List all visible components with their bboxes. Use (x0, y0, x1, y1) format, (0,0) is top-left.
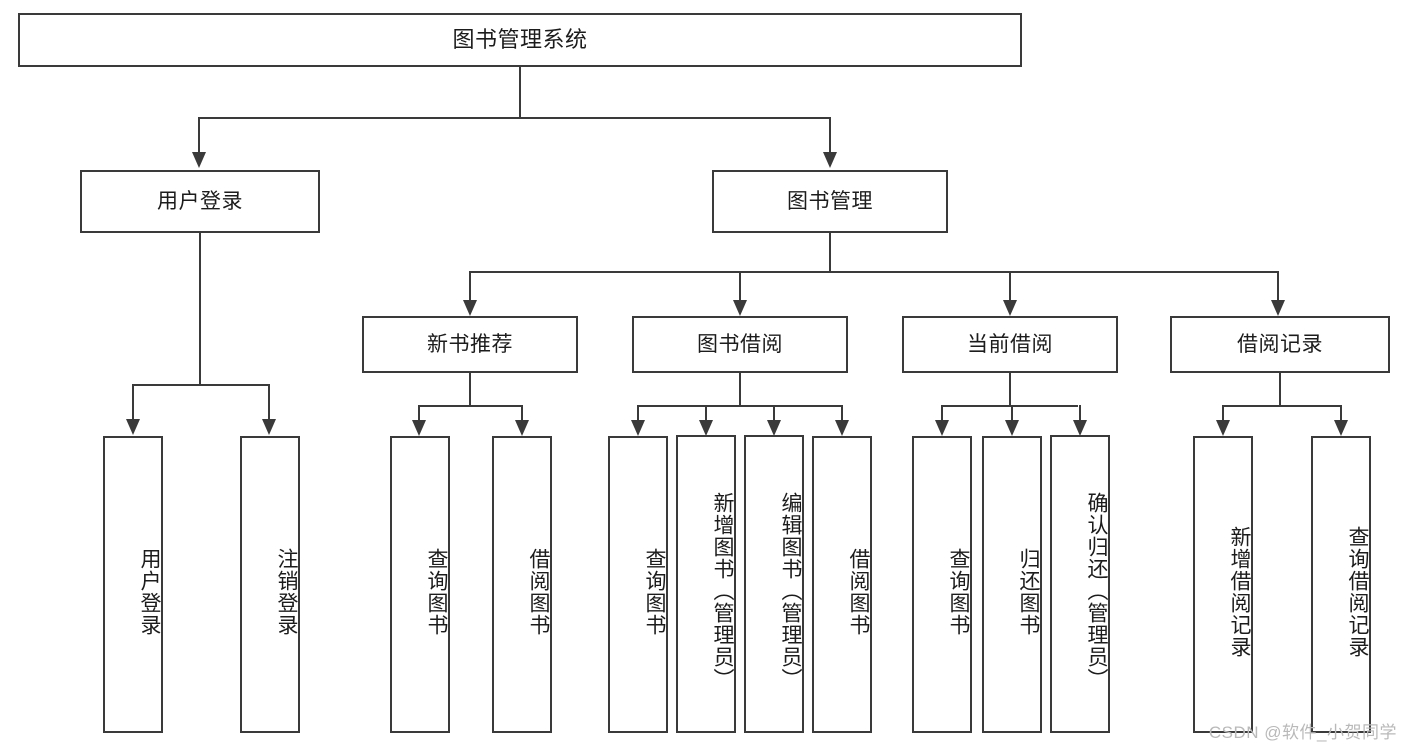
arrowhead-nbr-leaf-2 (515, 420, 529, 436)
arrowhead-cb-leaf-1 (935, 420, 949, 436)
node-label: 注销登录 (275, 547, 298, 636)
leaf-cb-confirm-return-admin[interactable]: 确认归还（管理员） (1050, 435, 1110, 733)
edge-root-to-book-management (829, 117, 831, 153)
edge-root-bus (198, 117, 831, 119)
edge-bb-to-leaf-3 (773, 405, 775, 421)
edge-bm-to-borrow-record (1277, 271, 1279, 301)
leaf-br-add-record[interactable]: 新增借阅记录 (1193, 436, 1253, 733)
node-root-book-management-system[interactable]: 图书管理系统 (18, 13, 1022, 67)
node-label: 借阅记录 (1237, 332, 1323, 356)
leaf-bb-borrow-book[interactable]: 借阅图书 (812, 436, 872, 733)
leaf-bb-edit-book-admin[interactable]: 编辑图书（管理员） (744, 435, 804, 733)
node-label: 当前借阅 (967, 332, 1053, 356)
leaf-nbr-query-book[interactable]: 查询图书 (390, 436, 450, 733)
arrowhead-current-borrow (1003, 300, 1017, 316)
node-label: 归还图书 (1017, 547, 1040, 636)
node-label: 新书推荐 (427, 332, 513, 356)
arrowhead-bb-leaf-3 (767, 420, 781, 436)
node-label: 查询图书 (947, 547, 970, 636)
edge-book-management-stem (829, 233, 831, 272)
arrowhead-user-login-leaf-2 (262, 419, 276, 435)
edge-br-to-leaf-1 (1222, 405, 1224, 421)
edge-bb-bus (637, 405, 842, 407)
edge-user-login-bus (132, 384, 269, 386)
edge-root-to-user-login (198, 117, 200, 153)
edge-book-management-bus (469, 271, 1277, 273)
node-label: 图书管理 (787, 189, 873, 213)
arrowhead-bb-leaf-2 (699, 420, 713, 436)
edge-cb-to-leaf-3 (1079, 405, 1081, 421)
edge-bm-to-new-book (469, 271, 471, 301)
edge-bb-to-leaf-4 (841, 405, 843, 421)
node-label: 图书借阅 (697, 332, 783, 356)
arrowhead-br-leaf-2 (1334, 420, 1348, 436)
node-label: 查询图书 (425, 547, 448, 636)
edge-cb-to-leaf-2 (1011, 405, 1013, 421)
node-book-borrow[interactable]: 图书借阅 (632, 316, 848, 373)
edge-user-login-stem (199, 233, 201, 385)
edge-nbr-to-leaf-2 (521, 405, 523, 421)
edge-user-login-to-leaf-2 (268, 384, 270, 420)
edge-root-stem (519, 67, 521, 118)
node-label: 查询图书 (643, 547, 666, 636)
arrowhead-borrow-record (1271, 300, 1285, 316)
node-label: 借阅图书 (527, 547, 550, 636)
node-user-login[interactable]: 用户登录 (80, 170, 320, 233)
node-label: 用户登录 (157, 189, 243, 213)
arrowhead-user-login-leaf-1 (126, 419, 140, 435)
node-book-management[interactable]: 图书管理 (712, 170, 948, 233)
arrowhead-book-management (823, 152, 837, 168)
arrowhead-new-book-recommend (463, 300, 477, 316)
leaf-cb-query-book[interactable]: 查询图书 (912, 436, 972, 733)
node-label: 新增图书（管理员） (711, 492, 734, 690)
edge-br-bus (1222, 405, 1341, 407)
arrowhead-nbr-leaf-1 (412, 420, 426, 436)
arrowhead-user-login (192, 152, 206, 168)
node-label: 确认归还（管理员） (1085, 492, 1108, 690)
node-label: 图书管理系统 (452, 26, 588, 52)
leaf-br-query-record[interactable]: 查询借阅记录 (1311, 436, 1371, 733)
arrowhead-bb-leaf-1 (631, 420, 645, 436)
edge-cb-bus (941, 405, 1078, 407)
edge-nbr-to-leaf-1 (418, 405, 420, 421)
arrowhead-book-borrow (733, 300, 747, 316)
edge-bb-to-leaf-2 (705, 405, 707, 421)
edge-nbr-bus (418, 405, 522, 407)
arrowhead-br-leaf-1 (1216, 420, 1230, 436)
edge-bb-to-leaf-1 (637, 405, 639, 421)
arrowhead-bb-leaf-4 (835, 420, 849, 436)
node-label: 编辑图书（管理员） (779, 492, 802, 690)
leaf-user-login-logout[interactable]: 注销登录 (240, 436, 300, 733)
edge-user-login-to-leaf-1 (132, 384, 134, 420)
edge-bb-stem (739, 373, 741, 406)
edge-cb-stem (1009, 373, 1011, 406)
leaf-cb-return-book[interactable]: 归还图书 (982, 436, 1042, 733)
node-label: 查询借阅记录 (1346, 525, 1369, 658)
leaf-bb-query-book[interactable]: 查询图书 (608, 436, 668, 733)
node-label: 用户登录 (138, 547, 161, 636)
arrowhead-cb-leaf-3 (1073, 420, 1087, 436)
edge-bm-to-current-borrow (1009, 271, 1011, 301)
node-label: 借阅图书 (847, 547, 870, 636)
arrowhead-cb-leaf-2 (1005, 420, 1019, 436)
edge-nbr-stem (469, 373, 471, 406)
edge-br-to-leaf-2 (1340, 405, 1342, 421)
leaf-bb-add-book-admin[interactable]: 新增图书（管理员） (676, 435, 736, 733)
edge-bm-to-book-borrow (739, 271, 741, 301)
leaf-user-login-login[interactable]: 用户登录 (103, 436, 163, 733)
node-label: 新增借阅记录 (1228, 525, 1251, 658)
node-current-borrow[interactable]: 当前借阅 (902, 316, 1118, 373)
edge-cb-to-leaf-1 (941, 405, 943, 421)
node-borrow-record[interactable]: 借阅记录 (1170, 316, 1390, 373)
edge-br-stem (1279, 373, 1281, 406)
leaf-nbr-borrow-book[interactable]: 借阅图书 (492, 436, 552, 733)
node-new-book-recommend[interactable]: 新书推荐 (362, 316, 578, 373)
